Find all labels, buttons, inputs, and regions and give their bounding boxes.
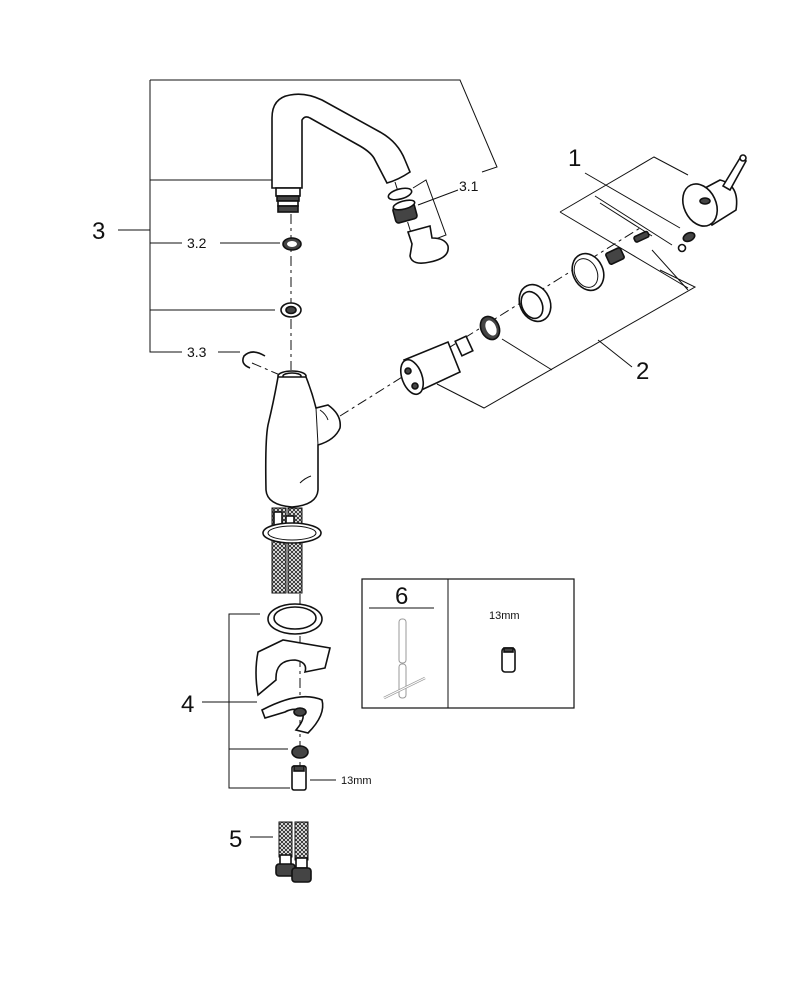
callout-1-label: 1 — [568, 145, 581, 172]
tool-box: 6 13mm — [361, 578, 575, 709]
mounting-set-group: 4 13mm — [181, 594, 372, 791]
spout-ring — [280, 302, 302, 318]
special-tool-icon — [383, 618, 426, 700]
hose-left — [278, 821, 293, 858]
callout-4-bracket — [228, 613, 290, 789]
base-gasket — [262, 522, 322, 544]
aerator-washer — [387, 187, 413, 201]
callout-5-label: 5 — [229, 826, 242, 853]
tool-box-nut-label: 13mm — [489, 610, 520, 622]
cartridge-seal — [479, 315, 501, 341]
cover-ring — [571, 252, 605, 292]
callout-2-label: 2 — [636, 358, 649, 385]
callout-4-label: 4 — [181, 691, 194, 718]
callout-6-label: 6 — [395, 583, 408, 610]
spout — [271, 93, 411, 189]
spout-assembly-group: 3 3.2 3.3 3.1 — [92, 79, 498, 376]
mounting-washer — [291, 745, 309, 759]
hose-right — [294, 821, 309, 861]
countertop-section — [255, 639, 331, 697]
cartridge — [399, 335, 474, 396]
handle-screw — [633, 230, 650, 243]
faucet-body-shell — [264, 376, 342, 508]
callout-3-1-label: 3.1 — [459, 178, 479, 194]
detent-ball — [677, 243, 687, 253]
callout-3-bracket — [149, 79, 498, 353]
lever-handle-group: 1 — [559, 145, 748, 289]
hose-nut-right — [291, 867, 312, 883]
horseshoe-washer — [261, 695, 324, 734]
adapter — [605, 247, 625, 265]
callout-3-3-label: 3.3 — [187, 344, 207, 360]
nut-size-label: 13mm — [341, 775, 372, 787]
aerator — [392, 199, 418, 224]
cartridge-assembly-group: 2 — [339, 227, 697, 417]
lever-handle — [681, 154, 748, 227]
tool-box-nut-icon — [501, 647, 516, 673]
bonnet-nut — [518, 283, 552, 323]
faucet-body — [262, 370, 342, 594]
callout-1-bracket — [559, 156, 689, 289]
callout-2-bracket — [436, 249, 697, 409]
spout-thread — [275, 187, 301, 213]
set-screw — [682, 231, 696, 243]
retaining-clip — [242, 351, 266, 369]
aerator-key — [406, 224, 449, 264]
callout-3-2-label: 3.2 — [187, 235, 207, 251]
flexible-hoses-group: 5 — [229, 821, 312, 883]
callout-3-label: 3 — [92, 218, 105, 245]
